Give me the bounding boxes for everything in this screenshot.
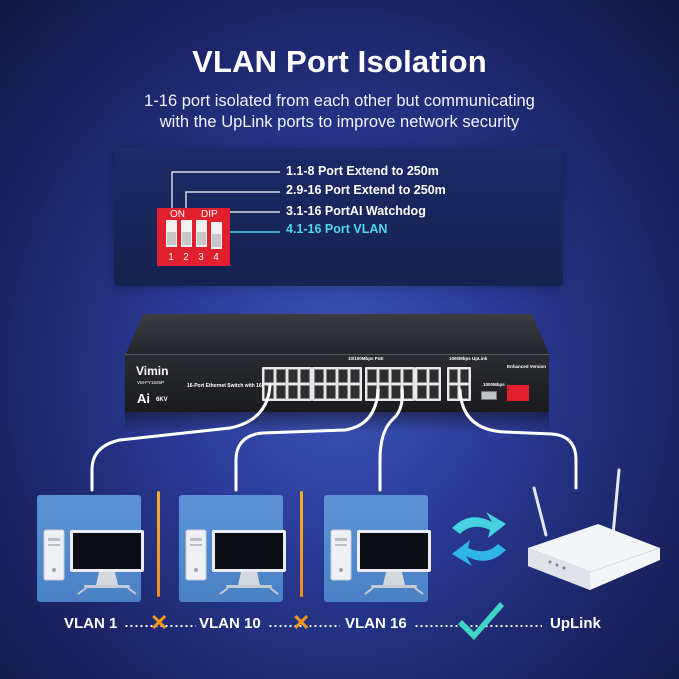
sfp-port[interactable] bbox=[481, 391, 497, 400]
switch-brand: Vimin bbox=[136, 364, 169, 378]
vlan10-label: VLAN 10 bbox=[199, 615, 261, 632]
switch-sfp-label: 1000Mbps bbox=[483, 382, 505, 387]
ethernet-port[interactable] bbox=[350, 385, 360, 399]
dotted-link-3 bbox=[414, 625, 542, 627]
page-title: VLAN Port Isolation bbox=[192, 44, 487, 79]
port-group-9-16a bbox=[365, 367, 415, 401]
switch-model: VM-FY1626P bbox=[137, 380, 165, 385]
ethernet-port[interactable] bbox=[326, 369, 336, 383]
ethernet-port[interactable] bbox=[391, 369, 401, 383]
blocked-x-icon: ✕ bbox=[150, 610, 169, 635]
dotted-link-2 bbox=[268, 625, 340, 627]
switch-uplink-label: 1000Mbps UpLink bbox=[449, 356, 488, 361]
dip-toggle-2[interactable] bbox=[181, 220, 192, 247]
dip-option-3: 3.1-16 PortAI Watchdog bbox=[286, 204, 426, 218]
dip-dip-label: DIP bbox=[201, 209, 218, 220]
ethernet-port[interactable] bbox=[367, 369, 377, 383]
ethernet-port[interactable] bbox=[403, 369, 413, 383]
dip-option-4: 4.1-16 Port VLAN bbox=[286, 222, 388, 236]
vlan16-computer-card bbox=[324, 495, 428, 602]
uplink-port[interactable] bbox=[449, 385, 458, 399]
ethernet-port[interactable] bbox=[264, 369, 274, 383]
ethernet-port[interactable] bbox=[326, 385, 336, 399]
ethernet-port[interactable] bbox=[429, 369, 439, 383]
dip-option-2: 2.9-16 Port Extend to 250m bbox=[286, 183, 446, 197]
dip-option-1: 1.1-8 Port Extend to 250m bbox=[286, 164, 439, 178]
subtitle-line-2: with the UpLink ports to improve network… bbox=[159, 113, 520, 131]
dip-number-1: 1 bbox=[168, 252, 174, 263]
ethernet-port[interactable] bbox=[429, 385, 439, 399]
switch-reflection bbox=[125, 412, 549, 432]
ethernet-port[interactable] bbox=[379, 385, 389, 399]
dip-toggle-1[interactable] bbox=[166, 220, 177, 247]
switch-version-label: Enhanced Version bbox=[507, 364, 547, 369]
ethernet-port[interactable] bbox=[417, 385, 427, 399]
uplink-label: UpLink bbox=[550, 615, 601, 632]
ethernet-port[interactable] bbox=[403, 385, 413, 399]
switch-top-cover bbox=[126, 314, 549, 354]
dip-toggle-3[interactable] bbox=[196, 220, 207, 247]
ethernet-port[interactable] bbox=[350, 369, 360, 383]
isolation-bar-1 bbox=[157, 491, 160, 597]
ethernet-port[interactable] bbox=[300, 369, 310, 383]
vlan10-computer-card bbox=[179, 495, 283, 602]
dip-number-4: 4 bbox=[213, 252, 219, 263]
dip-on-label: ON bbox=[170, 209, 185, 220]
vlan1-computer-card bbox=[37, 495, 141, 602]
ethernet-port[interactable] bbox=[288, 369, 298, 383]
router-icon bbox=[527, 468, 661, 590]
ethernet-port[interactable] bbox=[367, 385, 377, 399]
ethernet-port[interactable] bbox=[391, 385, 401, 399]
uplink-port[interactable] bbox=[460, 369, 469, 383]
vlan1-label: VLAN 1 bbox=[64, 615, 118, 632]
ethernet-port[interactable] bbox=[276, 369, 286, 383]
ethernet-port[interactable] bbox=[288, 385, 298, 399]
dip-number-2: 2 bbox=[183, 252, 189, 263]
ethernet-port[interactable] bbox=[338, 369, 348, 383]
switch-ports-label: 10/100Mbps PoE bbox=[348, 356, 384, 361]
ethernet-port[interactable] bbox=[417, 369, 427, 383]
ethernet-port[interactable] bbox=[314, 369, 324, 383]
isolation-bar-2 bbox=[300, 491, 303, 597]
dip-number-3: 3 bbox=[198, 252, 204, 263]
dip-switch-block: ON DIP 1 2 3 4 bbox=[157, 208, 230, 266]
blocked-x-icon: ✕ bbox=[292, 610, 311, 635]
switch-kv-label: 6KV bbox=[156, 397, 168, 403]
dotted-link-1 bbox=[124, 625, 196, 627]
allowed-check-icon bbox=[458, 602, 504, 640]
ethernet-port[interactable] bbox=[264, 385, 274, 399]
sync-arrows-icon bbox=[452, 512, 506, 566]
port-group-9-16b bbox=[415, 367, 441, 401]
ethernet-port[interactable] bbox=[379, 369, 389, 383]
switch-front-panel: Vimin VM-FY1626P Ai 6KV 16-Port Ethernet… bbox=[125, 354, 549, 412]
uplink-port[interactable] bbox=[460, 385, 469, 399]
port-group-1-8b bbox=[312, 367, 362, 401]
switch-ai-logo: Ai bbox=[137, 391, 150, 406]
uplink-port[interactable] bbox=[449, 369, 458, 383]
ethernet-port[interactable] bbox=[276, 385, 286, 399]
ethernet-port[interactable] bbox=[300, 385, 310, 399]
switch-dip-block[interactable] bbox=[507, 385, 529, 401]
port-group-1-8a bbox=[262, 367, 312, 401]
dip-toggle-4[interactable] bbox=[211, 222, 222, 249]
ethernet-port[interactable] bbox=[338, 385, 348, 399]
vlan16-label: VLAN 16 bbox=[345, 615, 407, 632]
uplink-port-group bbox=[447, 367, 471, 401]
ethernet-port[interactable] bbox=[314, 385, 324, 399]
subtitle-line-1: 1-16 port isolated from each other but c… bbox=[144, 92, 535, 110]
